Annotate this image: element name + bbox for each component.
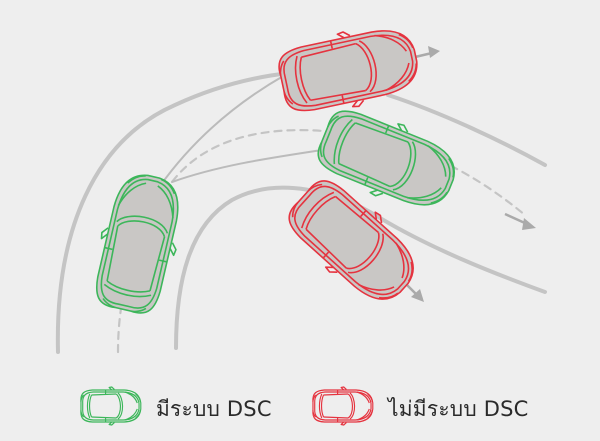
trajectory-line-with-dsc: [171, 149, 323, 183]
arrow-icon: [414, 46, 440, 59]
car-top-view-icon: [273, 17, 425, 122]
road-lower-right-edge: [386, 93, 547, 167]
legend: มีระบบ DSC ไม่มีระบบ DSC: [0, 380, 600, 435]
car-top-view-icon: [312, 386, 374, 426]
car-top-view-icon: [85, 167, 192, 319]
trajectory-line-without-dsc: [159, 74, 286, 187]
arrow-icon: [404, 282, 424, 302]
legend-label-with-dsc: มีระบบ DSC: [156, 397, 272, 421]
car-without-dsc-understeer: [273, 17, 425, 122]
arrow-icon: [504, 212, 536, 230]
car-top-view-icon: [80, 386, 142, 426]
car-with-dsc-on-curve: [85, 167, 192, 319]
legend-label-without-dsc: ไม่มีระบบ DSC: [388, 397, 529, 421]
road-inner-edge: [174, 185, 547, 350]
